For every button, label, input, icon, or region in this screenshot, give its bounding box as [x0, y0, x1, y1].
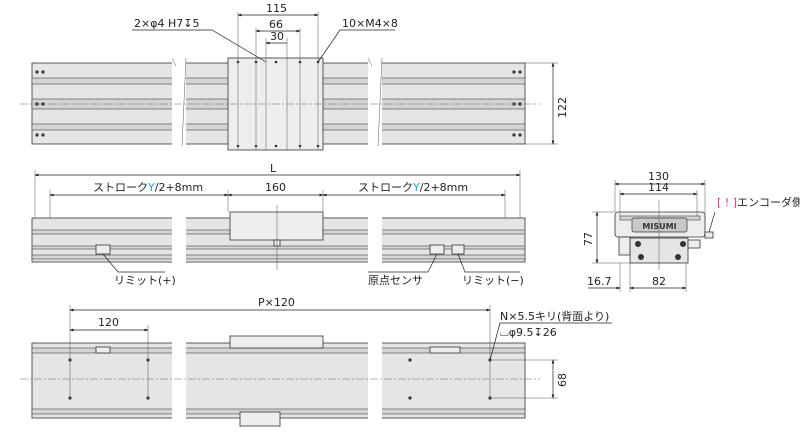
dim-115: 115: [266, 2, 287, 15]
dim-130: 130: [648, 170, 669, 183]
bottom-view: P×120 120 68 N×5.5キリ(背面より) ⌴φ9.5↧26: [20, 296, 612, 430]
dim-82: 82: [652, 275, 666, 288]
dim-30: 30: [270, 30, 284, 43]
encoder-side-label: [ ! ]エンコーダ側: [717, 195, 800, 209]
dim-77: 77: [582, 232, 595, 246]
dim-p120: P×120: [258, 296, 295, 309]
stroke-right-dim: ストロークY/2+8mm: [358, 181, 468, 194]
dim-120: 120: [98, 316, 119, 329]
dim-114: 114: [648, 181, 669, 194]
side-view: MISUMI 130 114 77 16.7 82 [ ! ]エンコーダ側: [582, 170, 800, 292]
front-view: L ストロークY/2+8mm 160 ストロークY/2+8mm リミット(+) …: [31, 162, 526, 287]
dim-160: 160: [265, 181, 286, 194]
misumi-logo: MISUMI: [642, 222, 676, 231]
counterbore-note: ⌴φ9.5↧26: [500, 326, 557, 339]
stroke-left-dim: ストロークY/2+8mm: [93, 181, 203, 194]
limit-plus-label: リミット(+): [114, 274, 176, 287]
tap-note: 10×M4×8: [342, 17, 398, 30]
top-view: 115 66 30 122 2×φ4 H7↧5 10×M4×8: [20, 2, 569, 151]
limit-minus-label: リミット(−): [462, 274, 524, 287]
dim-122: 122: [556, 97, 569, 118]
dim-16-7: 16.7: [587, 275, 612, 288]
carriage-front: [229, 211, 324, 241]
pin-hole-note: 2×φ4 H7↧5: [134, 17, 199, 30]
dim-68: 68: [556, 373, 569, 387]
origin-sensor-label: 原点センサ: [368, 274, 423, 287]
dim-L: L: [270, 162, 277, 175]
hole-note: N×5.5キリ(背面より): [500, 309, 609, 323]
dim-66: 66: [269, 18, 283, 31]
